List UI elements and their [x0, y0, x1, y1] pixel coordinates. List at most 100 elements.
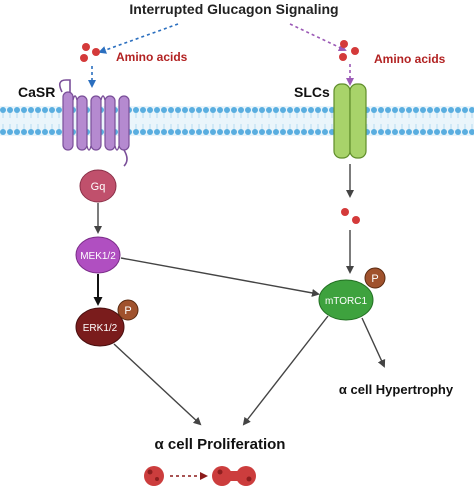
lipid-head: [231, 107, 237, 113]
lipid-head: [427, 129, 433, 135]
casr-receptor: [58, 79, 130, 167]
lipid-head: [161, 107, 167, 113]
lipid-head: [245, 107, 251, 113]
lipid-head: [294, 107, 300, 113]
lipid-head: [175, 107, 181, 113]
amino-acids-label-right: Amino acids: [374, 52, 446, 66]
lipid-head: [189, 107, 195, 113]
lipid-head: [385, 107, 391, 113]
lipid-head: [322, 129, 328, 135]
lipid-head: [14, 107, 20, 113]
mtorc-phospho-badge: [364, 267, 386, 289]
lipid-head: [434, 107, 440, 113]
lipid-head: [378, 107, 384, 113]
lipid-head: [455, 129, 461, 135]
lipid-head: [385, 129, 391, 135]
slc-transporter: [333, 83, 367, 159]
lipid-head: [315, 129, 321, 135]
lipid-head: [252, 107, 258, 113]
lipid-head: [462, 129, 468, 135]
lipid-head: [203, 129, 209, 135]
proliferation-label: α cell Proliferation: [155, 436, 286, 453]
lipid-head: [49, 107, 55, 113]
lipid-head: [224, 129, 230, 135]
lipid-head: [434, 129, 440, 135]
dashed-arrow-left: [98, 23, 179, 54]
lipid-head: [308, 107, 314, 113]
lipid-head: [469, 107, 474, 113]
lipid-head: [413, 129, 419, 135]
lipid-head: [392, 107, 398, 113]
lipid-head: [392, 129, 398, 135]
lipid-head: [21, 129, 27, 135]
lipid-head: [462, 107, 468, 113]
lipid-head: [238, 107, 244, 113]
lipid-head: [28, 107, 34, 113]
lipid-head: [280, 129, 286, 135]
lipid-head: [147, 129, 153, 135]
lipid-head: [224, 107, 230, 113]
lipid-head: [287, 107, 293, 113]
lipid-head: [196, 107, 202, 113]
dashed-arrow-right: [289, 23, 347, 52]
lipid-head: [182, 129, 188, 135]
lipid-head: [406, 129, 412, 135]
lipid-head: [469, 129, 474, 135]
lipid-head: [0, 129, 6, 135]
lipid-head: [322, 107, 328, 113]
lipid-head: [252, 129, 258, 135]
diagram-title: Interrupted Glucagon Signaling: [129, 1, 338, 17]
lipid-head: [168, 129, 174, 135]
lipid-head: [175, 129, 181, 135]
mtorc-label: mTORC1: [325, 296, 367, 307]
amino-acid-dots-left: [80, 43, 100, 62]
erk-phospho-badge: [117, 299, 139, 321]
arrow-erk-proliferation: [113, 343, 202, 426]
lipid-head: [259, 129, 265, 135]
hypertrophy-label: α cell Hypertrophy: [339, 382, 454, 397]
lipid-head: [42, 107, 48, 113]
lipid-head: [56, 107, 62, 113]
lipid-head: [154, 107, 160, 113]
lipid-head: [140, 107, 146, 113]
lipid-head: [238, 129, 244, 135]
lipid-head: [182, 107, 188, 113]
lipid-head: [161, 129, 167, 135]
lipid-head: [35, 107, 41, 113]
lipid-head: [28, 129, 34, 135]
lipid-head: [273, 129, 279, 135]
lipid-head: [420, 129, 426, 135]
lipid-head: [406, 107, 412, 113]
arrow-mek-mtorc: [120, 257, 320, 297]
erk-label: ERK1/2: [83, 323, 118, 334]
lipid-head: [399, 129, 405, 135]
lipid-head: [49, 129, 55, 135]
lipid-head: [301, 129, 307, 135]
lipid-head: [420, 107, 426, 113]
lipid-head: [315, 107, 321, 113]
lipid-head: [259, 107, 265, 113]
lipid-head: [133, 107, 139, 113]
lipid-head: [294, 129, 300, 135]
lipid-head: [308, 129, 314, 135]
lipid-head: [455, 107, 461, 113]
lipid-head: [441, 129, 447, 135]
lipid-head: [371, 107, 377, 113]
lipid-head: [266, 107, 272, 113]
lipid-head: [287, 129, 293, 135]
lipid-head: [448, 107, 454, 113]
mtorc-phospho-label: P: [371, 273, 378, 285]
lipid-head: [0, 107, 6, 113]
lipid-head: [245, 129, 251, 135]
lipid-head: [35, 129, 41, 135]
lipid-head: [203, 107, 209, 113]
lipid-head: [301, 107, 307, 113]
lipid-head: [7, 129, 13, 135]
slcs-label: SLCs: [294, 84, 330, 100]
lipid-head: [147, 107, 153, 113]
lipid-head: [210, 129, 216, 135]
amino-acids-label-left: Amino acids: [116, 50, 188, 64]
lipid-head: [189, 129, 195, 135]
lipid-head: [413, 107, 419, 113]
